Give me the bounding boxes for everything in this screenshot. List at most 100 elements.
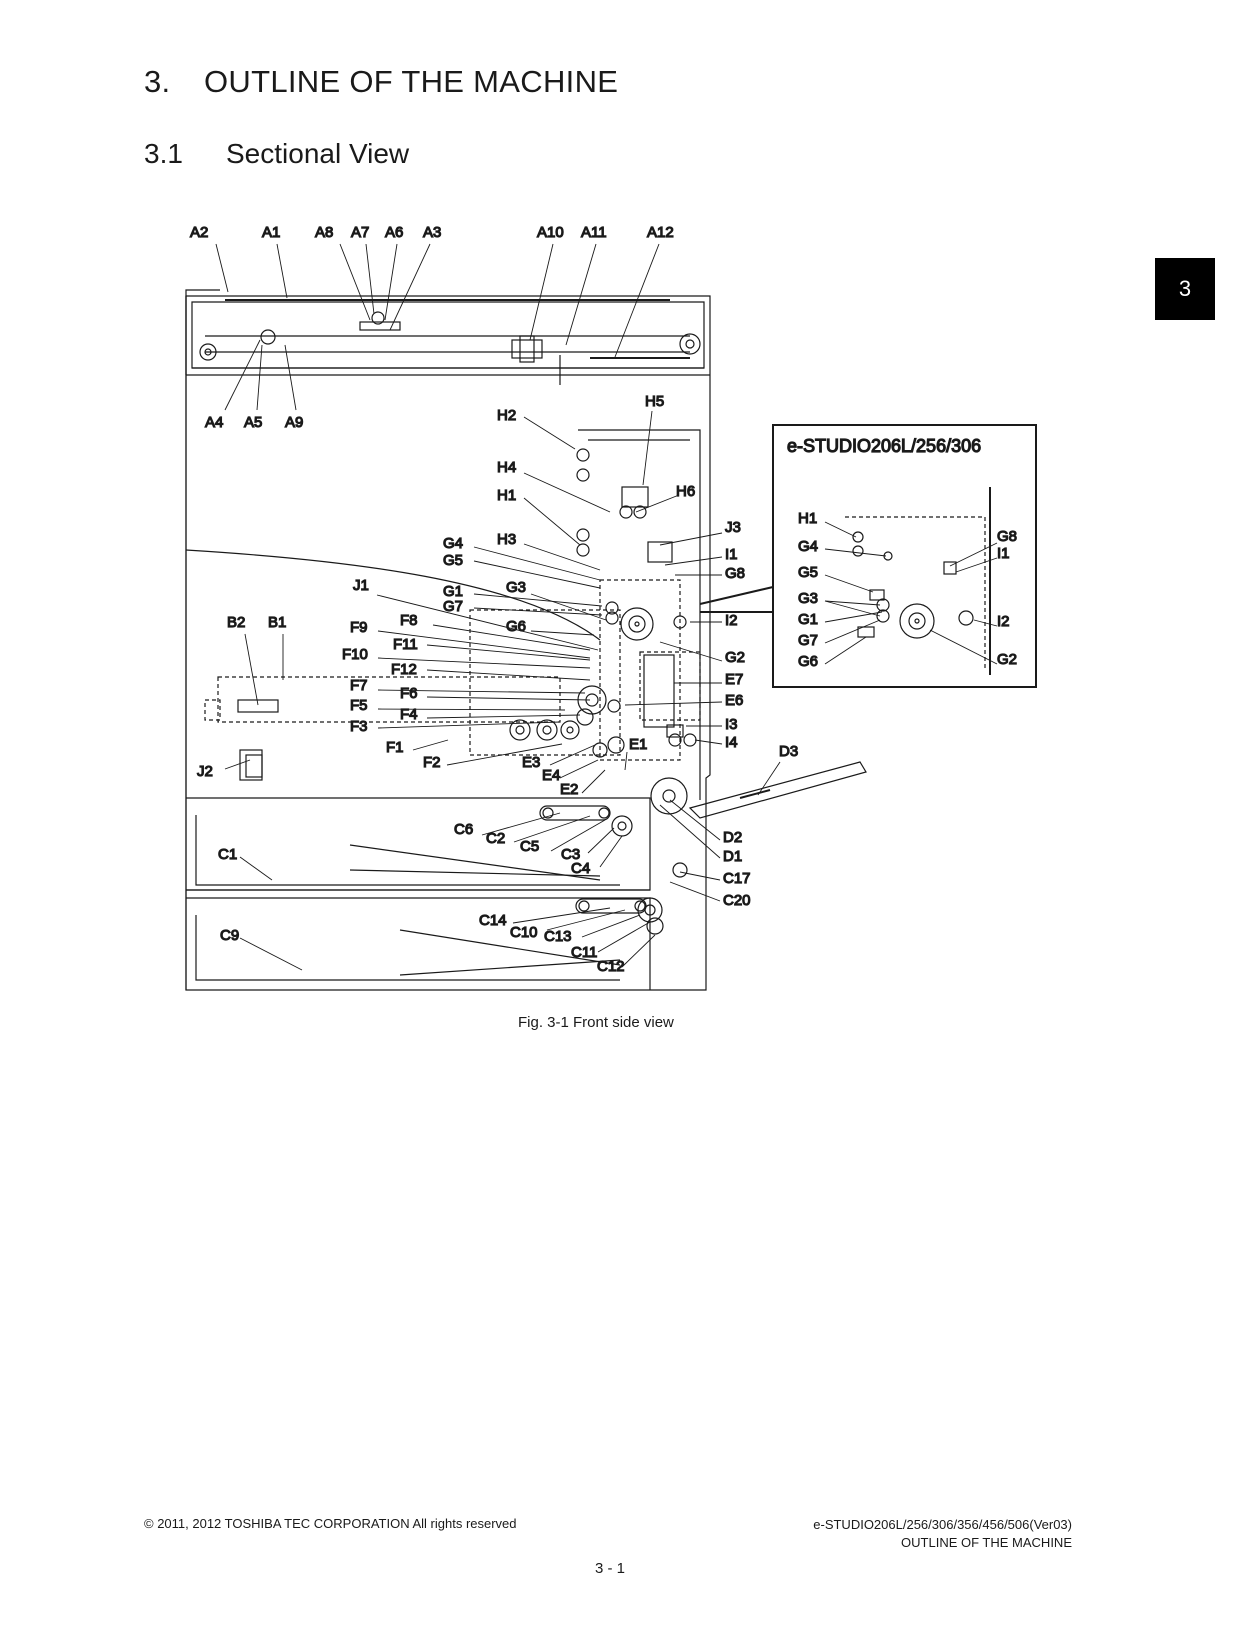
label-A4: A4	[205, 414, 223, 431]
label-A6: A6	[385, 224, 403, 241]
page-number: 3 - 1	[595, 1560, 626, 1577]
label-C17: C17	[723, 870, 751, 887]
label-D1: D1	[723, 848, 742, 865]
label-H5: H5	[645, 393, 664, 410]
label-J2: J2	[197, 763, 213, 780]
machine-outline	[185, 289, 867, 991]
label-B1: B1	[268, 614, 286, 631]
label-G2: G2	[725, 649, 745, 666]
label-H3: H3	[497, 531, 516, 548]
leader-lines	[215, 243, 998, 971]
label-F10: F10	[342, 646, 368, 663]
inset-label-G2: G2	[997, 651, 1017, 668]
label-D3: D3	[779, 743, 798, 760]
label-B2: B2	[227, 614, 245, 631]
label-A12: A12	[647, 224, 674, 241]
label-J1: J1	[353, 577, 369, 594]
chapter-tab: 3	[1155, 258, 1215, 320]
label-J3: J3	[725, 519, 741, 536]
footer-right: e-STUDIO206L/256/306/356/456/506(Ver03) …	[813, 1516, 1072, 1552]
label-C6: C6	[454, 821, 473, 838]
footer-copyright: © 2011, 2012 TOSHIBA TEC CORPORATION All…	[144, 1516, 517, 1531]
label-C4: C4	[571, 860, 590, 877]
label-I3: I3	[725, 716, 738, 733]
inset-label-G1: G1	[798, 611, 818, 628]
label-F9: F9	[350, 619, 368, 636]
label-C13: C13	[544, 928, 572, 945]
section-number: 3.1	[144, 138, 183, 169]
inset-title: e-STUDIO206L/256/306	[787, 436, 981, 456]
label-I4: I4	[725, 734, 738, 751]
inset-label-G3: G3	[798, 590, 818, 607]
label-C5: C5	[520, 838, 539, 855]
inset-label-H1: H1	[798, 510, 817, 527]
label-C11: C11	[571, 944, 597, 961]
chapter-title: OUTLINE OF THE MACHINE	[204, 64, 619, 99]
label-C12: C12	[597, 958, 625, 975]
label-F3: F3	[350, 718, 368, 735]
label-I2: I2	[725, 612, 738, 629]
label-A8: A8	[315, 224, 333, 241]
label-A7: A7	[351, 224, 369, 241]
process-components	[185, 429, 701, 935]
label-E3: E3	[522, 754, 540, 771]
footer-model: e-STUDIO206L/256/306/356/456/506(Ver03)	[813, 1517, 1072, 1532]
inset-label-G6: G6	[798, 653, 818, 670]
label-A9: A9	[285, 414, 303, 431]
label-H1: H1	[497, 487, 516, 504]
label-E1: E1	[629, 736, 647, 753]
label-I1: I1	[725, 546, 738, 563]
label-C20: C20	[723, 892, 751, 909]
chapter-heading: 3. OUTLINE OF THE MACHINE	[144, 64, 618, 100]
label-G8: G8	[725, 565, 745, 582]
label-A3: A3	[423, 224, 441, 241]
label-C9: C9	[220, 927, 239, 944]
label-C10: C10	[510, 924, 538, 941]
label-A11: A11	[581, 224, 607, 241]
label-F5: F5	[350, 697, 368, 714]
label-E2: E2	[560, 781, 578, 798]
label-C14: C14	[479, 912, 507, 929]
figure-caption: Fig. 3-1 Front side view	[518, 1014, 674, 1031]
label-F4: F4	[400, 706, 418, 723]
label-A2: A2	[190, 224, 208, 241]
label-G7: G7	[443, 598, 463, 615]
inset-label-G7: G7	[798, 632, 818, 649]
inset-label-G4: G4	[798, 538, 818, 555]
label-G1: G1	[443, 583, 463, 600]
label-E7: E7	[725, 671, 743, 688]
inset-label-I1: I1	[997, 545, 1010, 562]
label-H6: H6	[676, 483, 695, 500]
section-heading: 3.1 Sectional View	[144, 138, 409, 170]
label-C2: C2	[486, 830, 505, 847]
inset-label-G8: G8	[997, 528, 1017, 545]
inset-panel	[699, 424, 1037, 688]
section-title: Sectional View	[226, 138, 410, 169]
label-G3: G3	[506, 579, 526, 596]
part-labels: A2 A1 A8 A7 A6 A3 A10 A11 A12 A4 A5 A9 H…	[189, 223, 1017, 975]
footer-section: OUTLINE OF THE MACHINE	[901, 1535, 1072, 1550]
label-G4: G4	[443, 535, 463, 552]
label-E6: E6	[725, 692, 743, 709]
chapter-number: 3.	[144, 64, 171, 99]
label-H4: H4	[497, 459, 516, 476]
label-D2: D2	[723, 829, 742, 846]
label-C3: C3	[561, 846, 580, 863]
label-F12: F12	[391, 661, 417, 678]
label-A1: A1	[262, 224, 280, 241]
label-G6: G6	[506, 618, 526, 635]
label-G5: G5	[443, 552, 463, 569]
label-E4: E4	[542, 767, 560, 784]
label-F1: F1	[386, 739, 404, 756]
label-F6: F6	[400, 685, 418, 702]
label-A5: A5	[244, 414, 262, 431]
label-F11: F11	[393, 636, 418, 653]
label-F7: F7	[350, 677, 368, 694]
inset-label-I2: I2	[997, 613, 1010, 630]
label-F2: F2	[423, 754, 441, 771]
label-A10: A10	[537, 224, 564, 241]
label-C1: C1	[218, 846, 237, 863]
inset-label-G5: G5	[798, 564, 818, 581]
label-F8: F8	[400, 612, 418, 629]
